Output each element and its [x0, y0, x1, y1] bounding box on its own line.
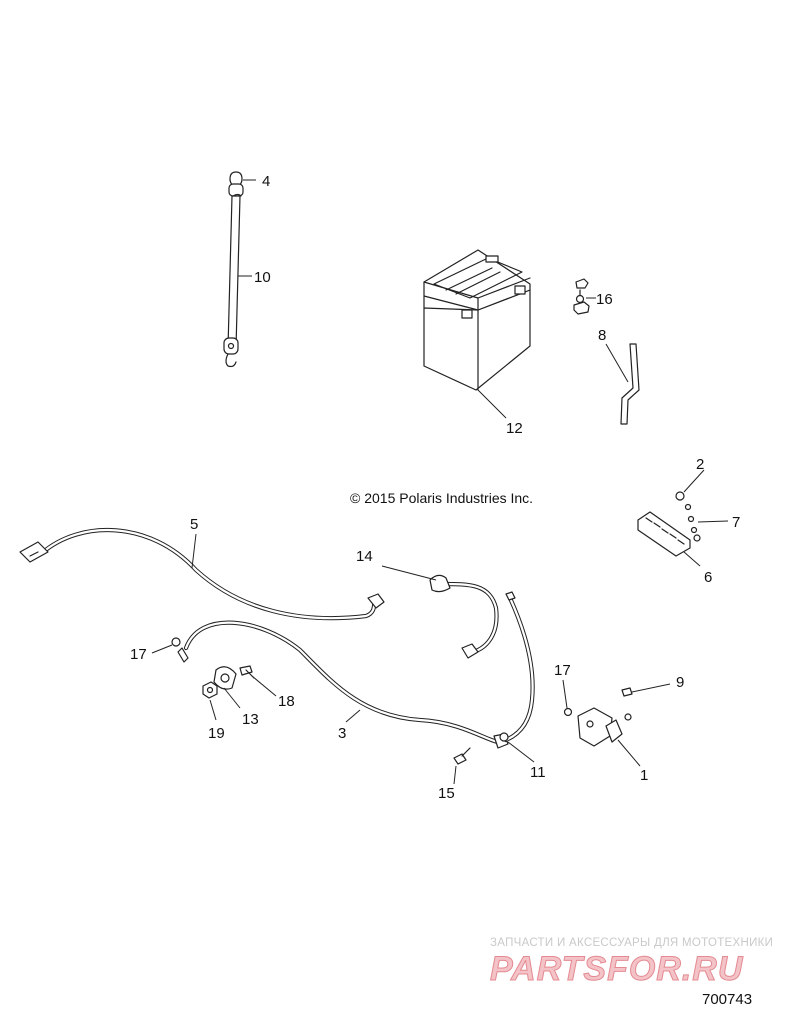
callout-8: 8 [598, 327, 606, 344]
callout-2: 2 [696, 456, 704, 473]
callout-16: 16 [596, 291, 613, 308]
callouts: 4 10 12 16 8 2 7 6 5 14 17 18 13 19 3 15… [130, 173, 740, 802]
callout-14: 14 [356, 548, 373, 565]
copyright-text: © 2015 Polaris Industries Inc. [350, 490, 533, 506]
callout-7: 7 [732, 514, 740, 531]
watermark-subtitle: ЗАПЧАСТИ И АКСЕССУАРЫ ДЛЯ МОТОТЕХНИКИ [490, 937, 773, 949]
callout-12: 12 [506, 420, 523, 437]
bolt-and-nut [573, 278, 590, 315]
callout-9: 9 [676, 674, 684, 691]
leader-lines [151, 179, 729, 785]
callout-11: 11 [530, 764, 546, 781]
nut-right [563, 707, 573, 717]
relay [577, 707, 623, 747]
terminal-block [637, 491, 701, 557]
relay-screw [621, 687, 633, 721]
battery [423, 249, 531, 391]
lead-cable [499, 591, 535, 743]
callout-6: 6 [704, 569, 712, 586]
hold-down-strap [223, 171, 244, 368]
clamp [213, 666, 237, 690]
nut-left [171, 637, 181, 647]
callout-17-left: 17 [130, 646, 147, 663]
screw [453, 747, 471, 765]
callout-5: 5 [190, 516, 198, 533]
callout-3: 3 [338, 725, 346, 742]
figure-number: 700743 [702, 991, 752, 1008]
clamp-nut [202, 681, 218, 699]
boot-cable [429, 574, 499, 659]
watermark-logo: PARTSFOR.RU [490, 950, 744, 988]
clamp-bolt [239, 665, 255, 679]
callout-4: 4 [262, 173, 270, 190]
callout-18: 18 [278, 693, 295, 710]
callout-13: 13 [242, 711, 259, 728]
callout-10: 10 [254, 269, 271, 286]
callout-1: 1 [640, 767, 648, 784]
callout-19: 19 [208, 725, 225, 742]
bracket [620, 343, 640, 425]
positive-cable [19, 527, 385, 621]
callout-17-right: 17 [554, 662, 571, 679]
callout-15: 15 [438, 785, 455, 802]
